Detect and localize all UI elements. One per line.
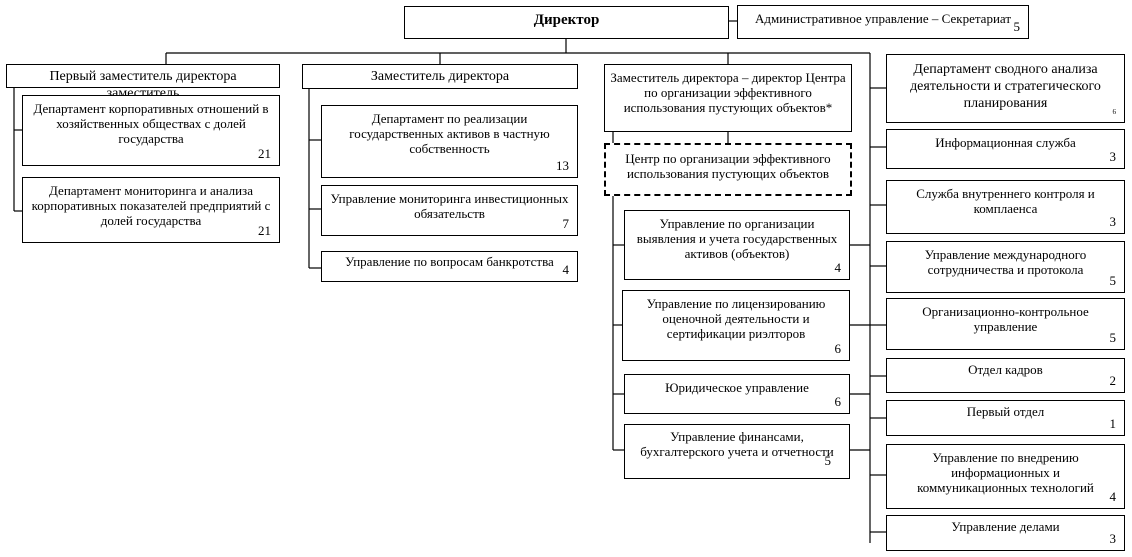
mgmt-licensing-title: Управление по лицензированию оценочной д… <box>646 296 826 341</box>
hr-department-title: Отдел кадров <box>968 362 1043 377</box>
deputy-center-director-box: Заместитель директора – директор Центра … <box>604 64 852 132</box>
secretariat-box: Административное управление – Секретариа… <box>737 5 1029 39</box>
first-department-title: Первый отдел <box>966 404 1045 419</box>
deputy-box: Заместитель директора <box>302 64 578 89</box>
director-title: Директор <box>533 12 600 28</box>
mgmt-ict-count: 4 <box>1109 489 1117 504</box>
mgmt-asset-identification-box: Управление по организации выявления и уч… <box>624 210 850 280</box>
dept-summary-analysis-count: 6 <box>1112 108 1117 116</box>
mgmt-ict-title: Управление по внедрению информационных и… <box>917 450 1094 495</box>
dept-summary-analysis-title: Департамент сводного анализа деятельност… <box>910 62 1101 111</box>
internal-control-count: 3 <box>1109 214 1117 229</box>
dept-corporate-relations-title: Департамент корпоративных отношений в хо… <box>33 101 269 146</box>
center-vacant-objects-box: Центр по организации эффективного исполь… <box>604 143 852 196</box>
hr-department-count: 2 <box>1109 373 1117 388</box>
mgmt-bankruptcy-count: 4 <box>562 262 570 277</box>
mgmt-investment-monitoring-box: Управление мониторинга инвестиционных об… <box>321 185 578 236</box>
dept-privatization-box: Департамент по реализации государственны… <box>321 105 578 178</box>
dept-privatization-title: Департамент по реализации государственны… <box>349 111 550 156</box>
info-service-count: 3 <box>1109 149 1117 164</box>
mgmt-legal-box: Юридическое управление 6 <box>624 374 850 414</box>
center-vacant-objects-title: Центр по организации эффективного исполь… <box>625 151 831 181</box>
internal-control-title: Служба внутреннего контроля и комплаенса <box>916 186 1095 216</box>
hr-department-box: Отдел кадров 2 <box>886 358 1125 393</box>
dept-privatization-count: 13 <box>556 158 569 173</box>
mgmt-legal-title: Юридическое управление <box>665 380 809 395</box>
mgmt-investment-monitoring-count: 7 <box>562 216 570 231</box>
mgmt-bankruptcy-title: Управление по вопросам банкротства <box>345 254 554 269</box>
info-service-box: Информационная служба 3 <box>886 129 1125 169</box>
dept-monitoring-analysis-title: Департамент мониторинга и анализа корпор… <box>31 183 271 228</box>
mgmt-org-control-count: 5 <box>1109 330 1117 345</box>
first-department-box: Первый отдел 1 <box>886 400 1125 436</box>
first-deputy-box: Первый заместитель директора заместитель <box>6 64 280 101</box>
internal-control-box: Служба внутреннего контроля и комплаенса… <box>886 180 1125 234</box>
dept-corporate-relations-box: Департамент корпоративных отношений в хо… <box>22 95 280 166</box>
mgmt-affairs-title: Управление делами <box>951 519 1060 534</box>
mgmt-affairs-count: 3 <box>1109 531 1117 546</box>
director-box: Директор <box>404 6 729 39</box>
dept-monitoring-analysis-count: 21 <box>258 223 271 238</box>
mgmt-international-count: 5 <box>1109 273 1117 288</box>
mgmt-finance-box: Управление финансами, бухгалтерского уче… <box>624 424 850 479</box>
mgmt-asset-identification-count: 4 <box>834 260 842 275</box>
mgmt-international-title: Управление международного сотрудничества… <box>924 247 1087 277</box>
mgmt-licensing-count: 6 <box>834 341 842 356</box>
info-service-title: Информационная служба <box>935 135 1076 150</box>
mgmt-legal-count: 6 <box>834 394 842 409</box>
dept-monitoring-analysis-box: Департамент мониторинга и анализа корпор… <box>22 177 280 243</box>
mgmt-org-control-box: Организационно-контрольное управление 5 <box>886 298 1125 350</box>
mgmt-finance-title: Управление финансами, бухгалтерского уче… <box>640 429 834 459</box>
mgmt-bankruptcy-box: Управление по вопросам банкротства 4 <box>321 251 578 282</box>
secretariat-staff-count: 5 <box>1013 19 1021 34</box>
dept-summary-analysis-box: Департамент сводного анализа деятельност… <box>886 54 1125 123</box>
mgmt-asset-identification-title: Управление по организации выявления и уч… <box>636 216 838 261</box>
first-department-count: 1 <box>1109 416 1117 431</box>
dept-corporate-relations-count: 21 <box>258 146 271 161</box>
mgmt-licensing-box: Управление по лицензированию оценочной д… <box>622 290 850 361</box>
deputy-title: Заместитель директора <box>370 69 510 84</box>
secretariat-title: Административное управление – Секретариа… <box>754 11 1012 26</box>
deputy-center-director-title: Заместитель директора – директор Центра … <box>610 70 846 115</box>
mgmt-affairs-box: Управление делами 3 <box>886 515 1125 551</box>
mgmt-international-box: Управление международного сотрудничества… <box>886 241 1125 293</box>
mgmt-org-control-title: Организационно-контрольное управление <box>922 304 1089 334</box>
mgmt-ict-box: Управление по внедрению информационных и… <box>886 444 1125 509</box>
mgmt-investment-monitoring-title: Управление мониторинга инвестиционных об… <box>330 191 569 221</box>
mgmt-finance-count: 5 <box>824 453 832 468</box>
